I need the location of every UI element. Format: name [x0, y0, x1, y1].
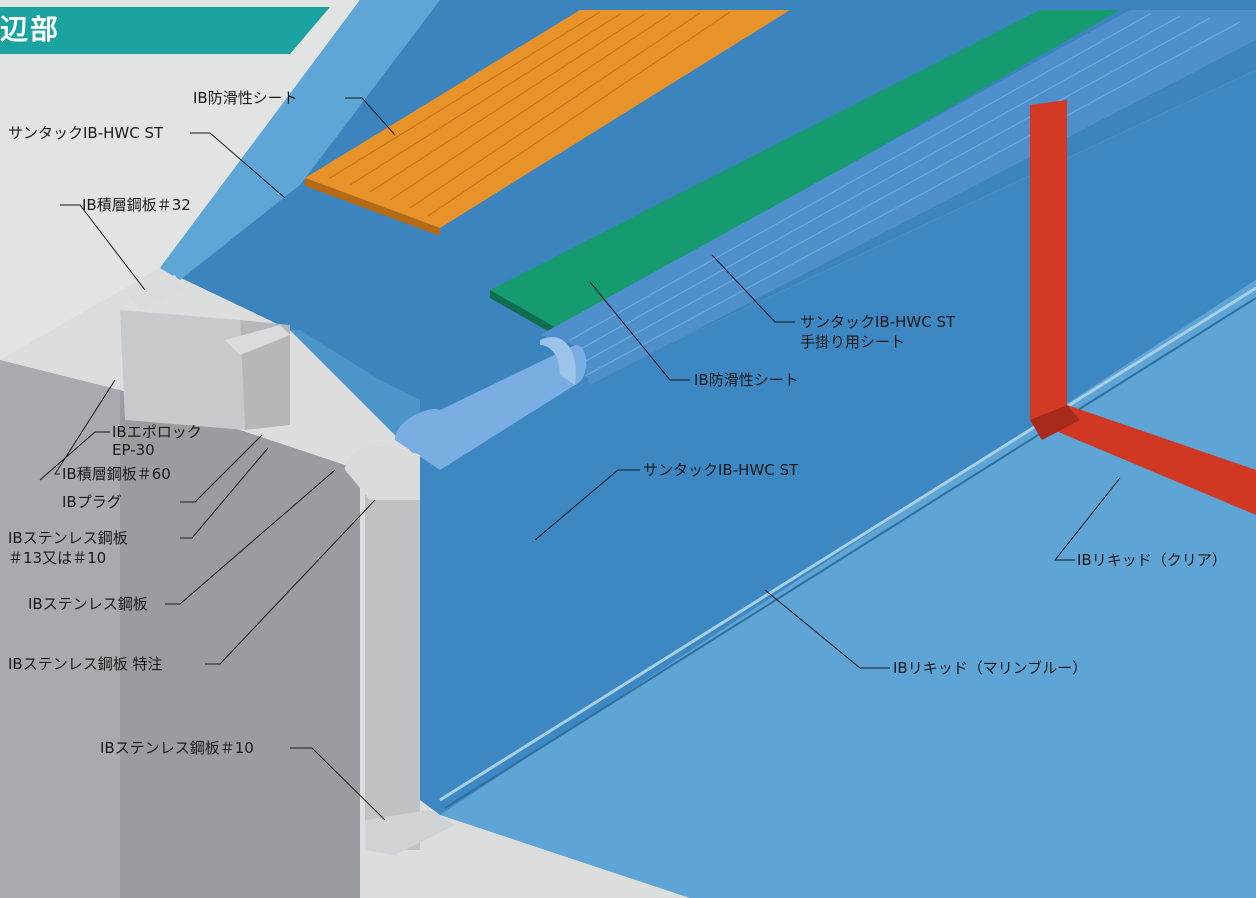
- red-band-floor: [1030, 405, 1256, 515]
- label-stainless-13-2: ＃13又は＃10: [8, 549, 107, 567]
- orange-sheet-ribs: [329, 11, 731, 217]
- steel-top-bracket: [125, 275, 185, 310]
- label-slip-sheet-green: IB防滑性シート: [694, 371, 799, 389]
- label-handrail-sheet-1: サンタックIB-HWC ST: [800, 313, 956, 331]
- floor-joint-line: [439, 286, 1256, 802]
- label-stainless-10: IBステンレス鋼板＃10: [100, 739, 254, 757]
- label-steel-60: IB積層鋼板＃60: [62, 465, 171, 483]
- handrail-roll: [540, 10, 1256, 385]
- label-epolock-1: IBエポロック: [112, 423, 202, 441]
- concrete-lower-face: [120, 390, 360, 898]
- label-stainless-special: IBステンレス鋼板 特注: [8, 655, 163, 673]
- label-suntack-top: サンタックIB-HWC ST: [8, 124, 164, 142]
- page-title: 辺部: [0, 13, 61, 46]
- steel-foot-bracket: [365, 810, 455, 855]
- steel-round-bracket: [345, 446, 420, 500]
- steel-plate-lower: [365, 465, 420, 850]
- label-steel-32: IB積層鋼板＃32: [82, 196, 191, 214]
- label-suntack-wall: サンタックIB-HWC ST: [643, 461, 799, 479]
- green-slip-sheet-edge: [490, 290, 560, 338]
- coping-step: [290, 330, 420, 460]
- leader-lines: [39, 97, 1121, 821]
- deck-surface: [0, 0, 360, 360]
- orange-slip-sheet-edge: [305, 178, 440, 236]
- floor-joint-shadow: [444, 297, 1256, 809]
- steel-mid-bracket: [225, 325, 290, 355]
- red-band-corner: [1030, 405, 1080, 440]
- label-slip-sheet-top: IB防滑性シート: [193, 89, 298, 107]
- label-liquid-clear: IBリキッド（クリア）: [1077, 551, 1227, 569]
- title-badge: [0, 7, 330, 54]
- nosing-roll: [395, 345, 587, 470]
- label-handrail-sheet-2: 手掛り用シート: [800, 333, 906, 351]
- handrail-ribs: [569, 13, 1241, 377]
- label-epolock-2: EP-30: [112, 441, 155, 459]
- coping-top-light: [160, 0, 440, 280]
- concrete-left-face: [0, 360, 120, 898]
- red-band-vertical: [1030, 100, 1067, 420]
- label-stainless: IBステンレス鋼板: [28, 595, 148, 613]
- steel-plate-upper: [120, 310, 245, 430]
- orange-slip-sheet: [305, 10, 790, 228]
- label-liquid-marine: IBリキッド（マリンブルー）: [893, 659, 1088, 677]
- label-stainless-13-1: IBステンレス鋼板: [8, 529, 128, 547]
- label-plug: IBプラグ: [62, 493, 122, 511]
- green-slip-sheet: [490, 10, 1120, 330]
- nosing-end: [540, 337, 576, 385]
